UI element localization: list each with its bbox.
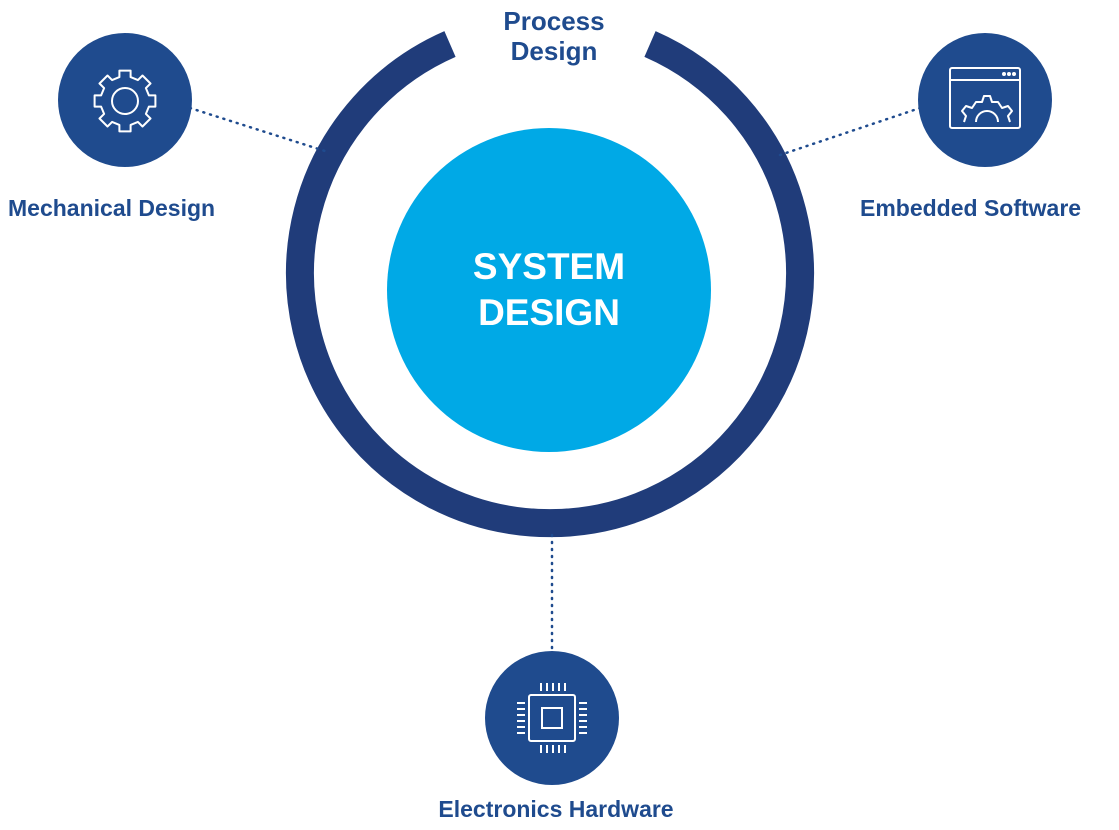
system-design-core: SYSTEM DESIGN (387, 128, 711, 452)
connector-embedded (778, 106, 922, 157)
connector-mechanical (188, 106, 330, 154)
mechanical-design-label: Mechanical Design (8, 195, 216, 221)
process-design-label-line-1: Process (503, 6, 605, 36)
embedded-software-label: Embedded Software (860, 195, 1082, 221)
process-design-label-line-2: Design (510, 36, 598, 66)
chip-icon (517, 683, 587, 753)
electronics-hardware-node (485, 651, 619, 785)
embedded-software-node (918, 33, 1052, 167)
core-title-line-1: SYSTEM (472, 246, 626, 287)
process-design-label: Process Design (503, 6, 604, 66)
gear-icon (93, 69, 157, 133)
electronics-hardware-label: Electronics Hardware (438, 796, 674, 822)
mechanical-design-node (58, 33, 192, 167)
process-design-ring (286, 31, 814, 538)
core-title-line-2: DESIGN (478, 292, 620, 333)
browser-gear-icon (949, 67, 1021, 129)
